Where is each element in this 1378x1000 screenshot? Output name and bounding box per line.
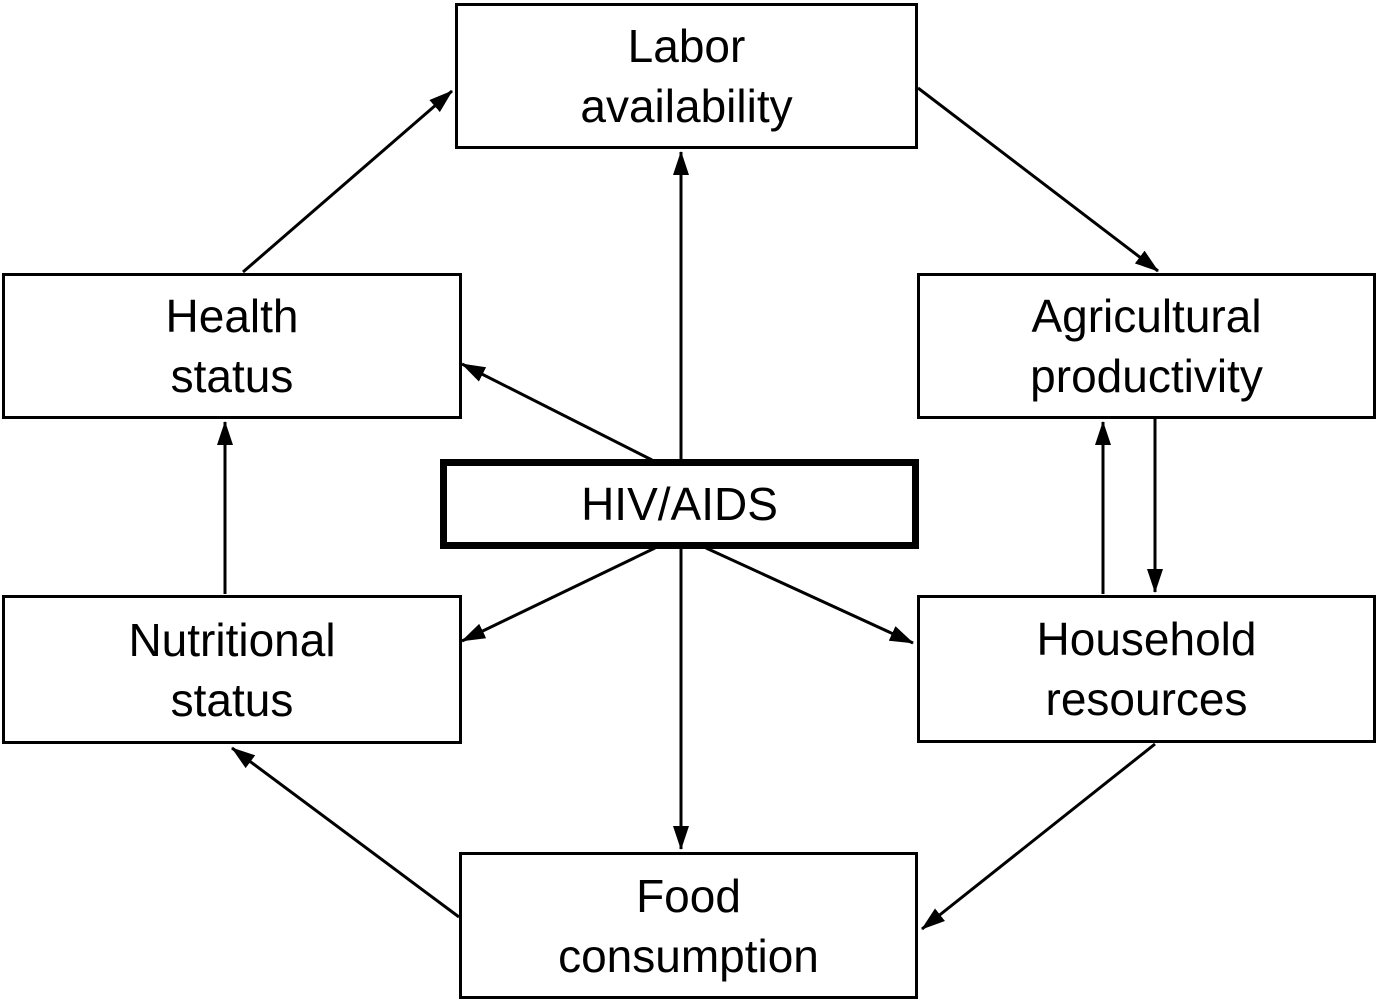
- node-agricultural-productivity: Agricultural productivity: [917, 273, 1376, 419]
- arrow-household-to-food: [921, 742, 1156, 931]
- arrow-health-to-labor: [242, 89, 453, 274]
- node-labor-availability: Labor availability: [455, 3, 918, 149]
- node-household-resources: Household resources: [917, 595, 1376, 743]
- node-health-status: Health status: [2, 273, 462, 419]
- arrow-labor-to-agricultural: [917, 86, 1159, 273]
- node-food-consumption: Food consumption: [459, 852, 918, 999]
- arrow-hiv-to-nutritional: [461, 546, 656, 643]
- node-hiv-aids: HIV/AIDS: [440, 459, 919, 549]
- arrow-hiv-to-household: [705, 546, 914, 645]
- arrow-hiv-to-health: [461, 362, 653, 462]
- node-nutritional-status: Nutritional status: [2, 595, 462, 744]
- arrow-food-to-nutritional: [231, 746, 460, 919]
